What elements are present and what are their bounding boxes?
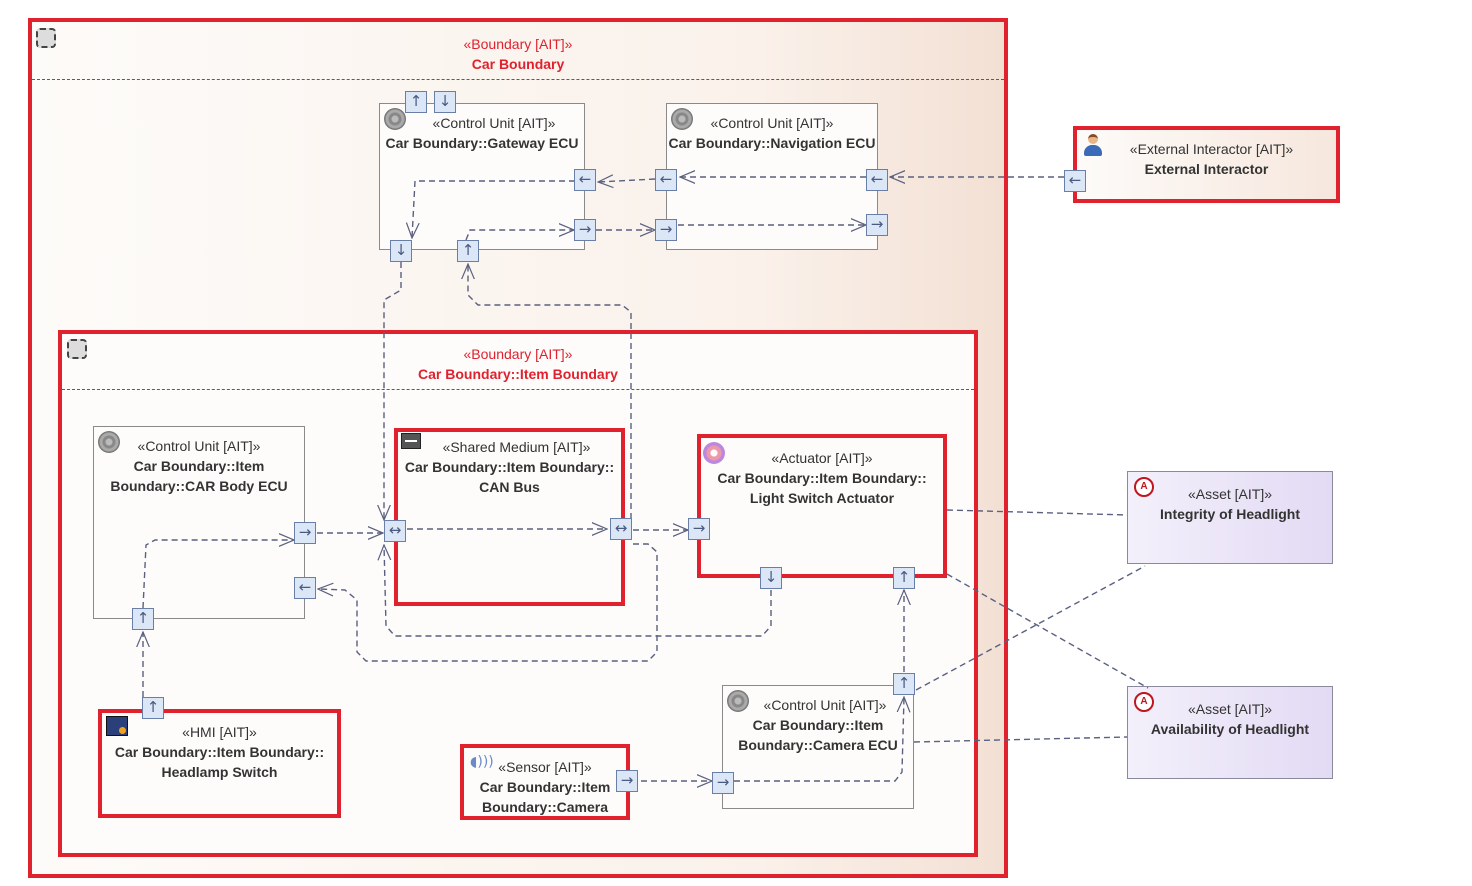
- port-right-icon[interactable]: →: [655, 219, 677, 241]
- block-stereotype: «Control Unit [AIT]»: [432, 115, 556, 131]
- block-name-line-1: Car Boundary::Item: [479, 779, 611, 795]
- asset-integrity-block[interactable]: A «Asset [AIT]» Integrity of Headlight: [1127, 471, 1333, 564]
- connector[interactable]: [734, 697, 904, 782]
- headlamp-switch-block[interactable]: «HMI [AIT]» Car Boundary::Item Boundary:…: [98, 709, 341, 818]
- boundary-header-divider: [62, 389, 974, 390]
- connector[interactable]: [384, 545, 772, 637]
- block-name-line-1: Car Boundary::Item Boundary::: [404, 459, 615, 475]
- block-name: Car Boundary::Gateway ECU: [385, 135, 579, 151]
- port-up-icon[interactable]: ↑: [457, 240, 479, 262]
- connector[interactable]: [468, 264, 632, 519]
- block-name-line-2: Boundary::Camera: [481, 799, 609, 815]
- camera-block[interactable]: ◖))) «Sensor [AIT]» Car Boundary::Item B…: [460, 744, 630, 820]
- block-name-line-1: Car Boundary::Item: [752, 717, 884, 733]
- block-name: Car Boundary::Navigation ECU: [668, 135, 876, 151]
- block-name-line-2: Light Switch Actuator: [749, 490, 895, 506]
- port-bidirectional-icon[interactable]: ↔: [610, 518, 632, 540]
- boundary-header-divider: [32, 79, 1004, 80]
- port-left-icon[interactable]: ←: [1064, 170, 1086, 192]
- boundary-name: Car Boundary::Item Boundary: [418, 366, 618, 382]
- block-stereotype: «Control Unit [AIT]»: [710, 115, 834, 131]
- port-bidirectional-icon[interactable]: ↔: [384, 520, 406, 542]
- block-stereotype: «Shared Medium [AIT]»: [442, 439, 591, 455]
- external-interactor-block[interactable]: «External Interactor [AIT]» External Int…: [1073, 126, 1340, 203]
- car-body-ecu-block[interactable]: «Control Unit [AIT]» Car Boundary::Item …: [93, 426, 305, 619]
- boundary-icon: [36, 28, 56, 48]
- asset-availability-block[interactable]: A «Asset [AIT]» Availability of Headligh…: [1127, 686, 1333, 779]
- port-right-icon[interactable]: →: [574, 219, 596, 241]
- port-down-icon[interactable]: ↓: [434, 91, 456, 113]
- boundary-icon: [67, 339, 87, 359]
- port-left-icon[interactable]: ←: [655, 169, 677, 191]
- boundary-stereotype: «Boundary [AIT]»: [463, 36, 573, 52]
- port-up-icon[interactable]: ↑: [142, 697, 164, 719]
- port-left-icon[interactable]: ←: [574, 169, 596, 191]
- block-stereotype: «Control Unit [AIT]»: [137, 438, 261, 454]
- port-left-icon[interactable]: ←: [866, 169, 888, 191]
- trace-link[interactable]: [946, 573, 1149, 689]
- block-stereotype: «Asset [AIT]»: [1187, 701, 1273, 717]
- connector[interactable]: [598, 179, 656, 182]
- port-up-icon[interactable]: ↑: [893, 673, 915, 695]
- port-right-icon[interactable]: →: [294, 522, 316, 544]
- light-switch-actuator-block[interactable]: «Actuator [AIT]» Car Boundary::Item Boun…: [697, 434, 947, 578]
- boundary-name: Car Boundary: [471, 56, 565, 72]
- connector[interactable]: [318, 543, 658, 662]
- block-name: External Interactor: [1144, 161, 1269, 177]
- boundary-stereotype: «Boundary [AIT]»: [463, 346, 573, 362]
- gear-icon: [671, 108, 693, 130]
- trace-link[interactable]: [913, 736, 1128, 743]
- block-name-line-1: Car Boundary::Item Boundary::: [717, 470, 927, 486]
- port-right-icon[interactable]: →: [866, 214, 888, 236]
- block-stereotype: «Asset [AIT]»: [1187, 486, 1273, 502]
- block-name-line-2: Boundary::Camera ECU: [738, 737, 898, 753]
- asset-icon: A: [1134, 477, 1154, 497]
- person-icon: [1083, 134, 1103, 156]
- connector[interactable]: [465, 230, 574, 241]
- hmi-icon: [106, 716, 128, 736]
- camera-ecu-block[interactable]: «Control Unit [AIT]» Car Boundary::Item …: [722, 685, 914, 809]
- block-stereotype: «HMI [AIT]»: [182, 724, 257, 740]
- block-name-line-2: CAN Bus: [479, 479, 540, 495]
- gear-icon: [384, 108, 406, 130]
- block-stereotype: «Control Unit [AIT]»: [763, 697, 887, 713]
- port-right-icon[interactable]: →: [712, 772, 734, 794]
- can-bus-block[interactable]: «Shared Medium [AIT]» Car Boundary::Item…: [394, 428, 625, 606]
- port-right-icon[interactable]: →: [616, 770, 638, 792]
- actuator-icon: [703, 442, 725, 464]
- gear-icon: [98, 431, 120, 453]
- block-name-line-2: Boundary::CAR Body ECU: [110, 478, 288, 494]
- asset-icon: A: [1134, 692, 1154, 712]
- port-right-icon[interactable]: →: [688, 518, 710, 540]
- sensor-icon: ◖))): [470, 754, 494, 770]
- block-stereotype: «Sensor [AIT]»: [498, 759, 592, 775]
- port-down-icon[interactable]: ↓: [760, 567, 782, 589]
- port-up-icon[interactable]: ↑: [893, 567, 915, 589]
- port-left-icon[interactable]: ←: [294, 577, 316, 599]
- bus-icon: [401, 433, 421, 449]
- connector[interactable]: [384, 262, 402, 520]
- block-stereotype: «Actuator [AIT]»: [771, 450, 873, 466]
- block-name: Availability of Headlight: [1150, 721, 1310, 737]
- trace-link[interactable]: [915, 565, 1146, 691]
- connector[interactable]: [142, 540, 294, 609]
- port-up-icon[interactable]: ↑: [132, 608, 154, 630]
- block-name: Integrity of Headlight: [1160, 506, 1300, 522]
- connector[interactable]: [412, 180, 575, 238]
- trace-link[interactable]: [946, 509, 1128, 516]
- port-up-icon[interactable]: ↑: [405, 91, 427, 113]
- block-name-line-2: Headlamp Switch: [161, 764, 278, 780]
- port-down-icon[interactable]: ↓: [390, 240, 412, 262]
- block-name-line-1: Car Boundary::Item Boundary::: [114, 744, 325, 760]
- block-name-line-1: Car Boundary::Item: [133, 458, 265, 474]
- block-stereotype: «External Interactor [AIT]»: [1129, 141, 1294, 157]
- gear-icon: [727, 690, 749, 712]
